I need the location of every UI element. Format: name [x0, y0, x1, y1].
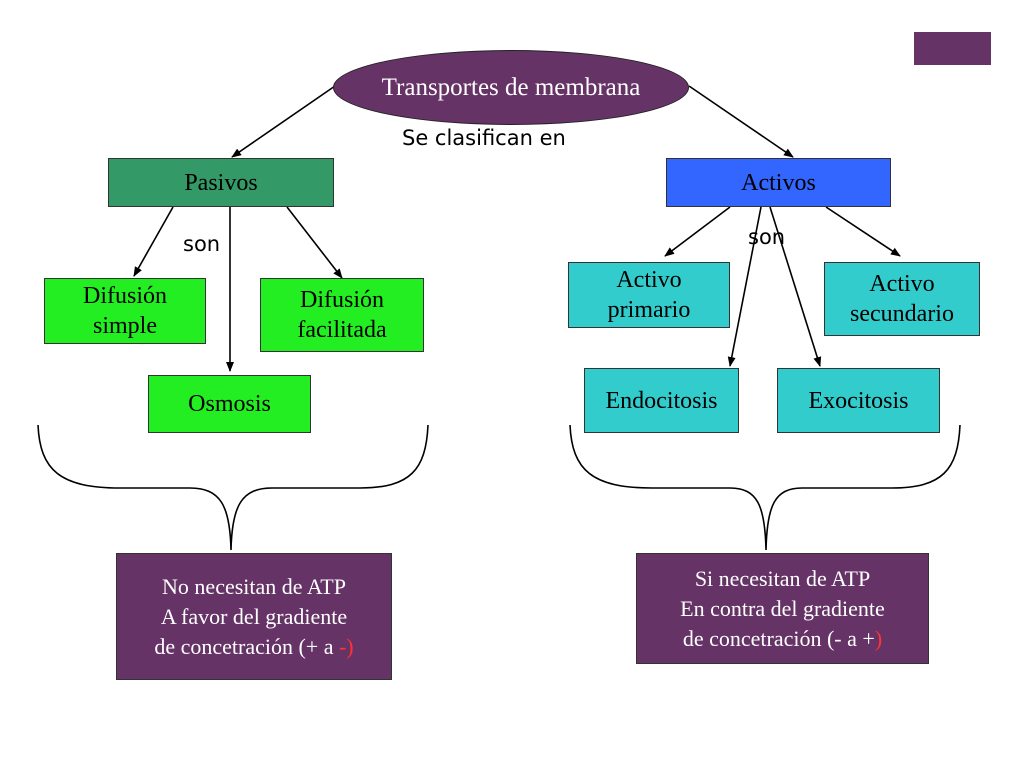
activos-node: Activos [666, 158, 891, 207]
difusion-simple-node: Difusión simple [44, 278, 206, 344]
exocitosis-label: Exocitosis [808, 387, 909, 414]
activo-primario-node: Activo primario [568, 262, 730, 328]
activos-label: Activos [741, 169, 816, 196]
pasivos-summary-box: No necesitan de ATP A favor del gradient… [116, 553, 392, 680]
right-curly-brace [569, 424, 961, 551]
root-label: Transportes de membrana [381, 73, 641, 101]
arrow-pasivos-to-difusion-simple [133, 206, 174, 277]
arrow-activos-to-activo-primario [664, 206, 731, 257]
pasivos-summary-sign: -) [338, 633, 354, 659]
arrow-root-to-pasivos [231, 85, 336, 158]
arrow-root-to-activos [688, 85, 794, 158]
pasivos-summary-line-2: A favor del gradiente [160, 603, 348, 629]
osmosis-node: Osmosis [148, 375, 311, 433]
endocitosis-node: Endocitosis [584, 368, 739, 433]
activo-secundario-node: Activo secundario [824, 262, 980, 336]
difusion-simple-label: Difusión simple [83, 283, 167, 339]
connector-label-se-clasifican: Se clasifican en [402, 126, 566, 150]
endocitosis-label: Endocitosis [605, 387, 718, 414]
connector-label-son-pasivos: son [183, 232, 221, 256]
activos-summary-box: Si necesitan de ATP En contra del gradie… [636, 553, 929, 664]
pasivos-node: Pasivos [108, 158, 334, 207]
root-node-transportes-de-membrana: Transportes de membrana [333, 50, 689, 125]
pasivos-label: Pasivos [184, 169, 258, 196]
activos-summary-line-1: Si necesitan de ATP [694, 565, 871, 591]
arrow-activos-to-endocitosis [727, 206, 762, 367]
corner-badge-icon [914, 32, 991, 65]
pasivos-summary-line-1: No necesitan de ATP [162, 573, 346, 599]
activos-summary-line-2: En contra del gradiente [680, 595, 885, 621]
exocitosis-node: Exocitosis [777, 368, 940, 433]
pasivos-summary-line-3-text: de concetración (+ a [154, 633, 339, 659]
activos-summary-sign: ) [874, 625, 883, 651]
arrow-activos-to-exocitosis [769, 206, 822, 367]
arrow-pasivos-to-difusion-facilitada [286, 206, 343, 279]
activos-summary-line-3: de concetración (- a +) [683, 624, 882, 654]
arrow-activos-to-activo-secundario [825, 206, 901, 257]
osmosis-label: Osmosis [188, 391, 271, 417]
pasivos-summary-line-3: de concetración (+ a -) [154, 632, 353, 662]
activo-primario-label: Activo primario [607, 267, 691, 323]
activo-secundario-label: Activo secundario [850, 271, 954, 327]
difusion-facilitada-label: Difusión facilitada [297, 287, 387, 343]
connector-label-son-activos: son [748, 225, 786, 249]
left-curly-brace [37, 424, 429, 551]
difusion-facilitada-node: Difusión facilitada [260, 278, 424, 352]
activos-summary-line-3-text: de concetración (- a + [682, 625, 875, 651]
